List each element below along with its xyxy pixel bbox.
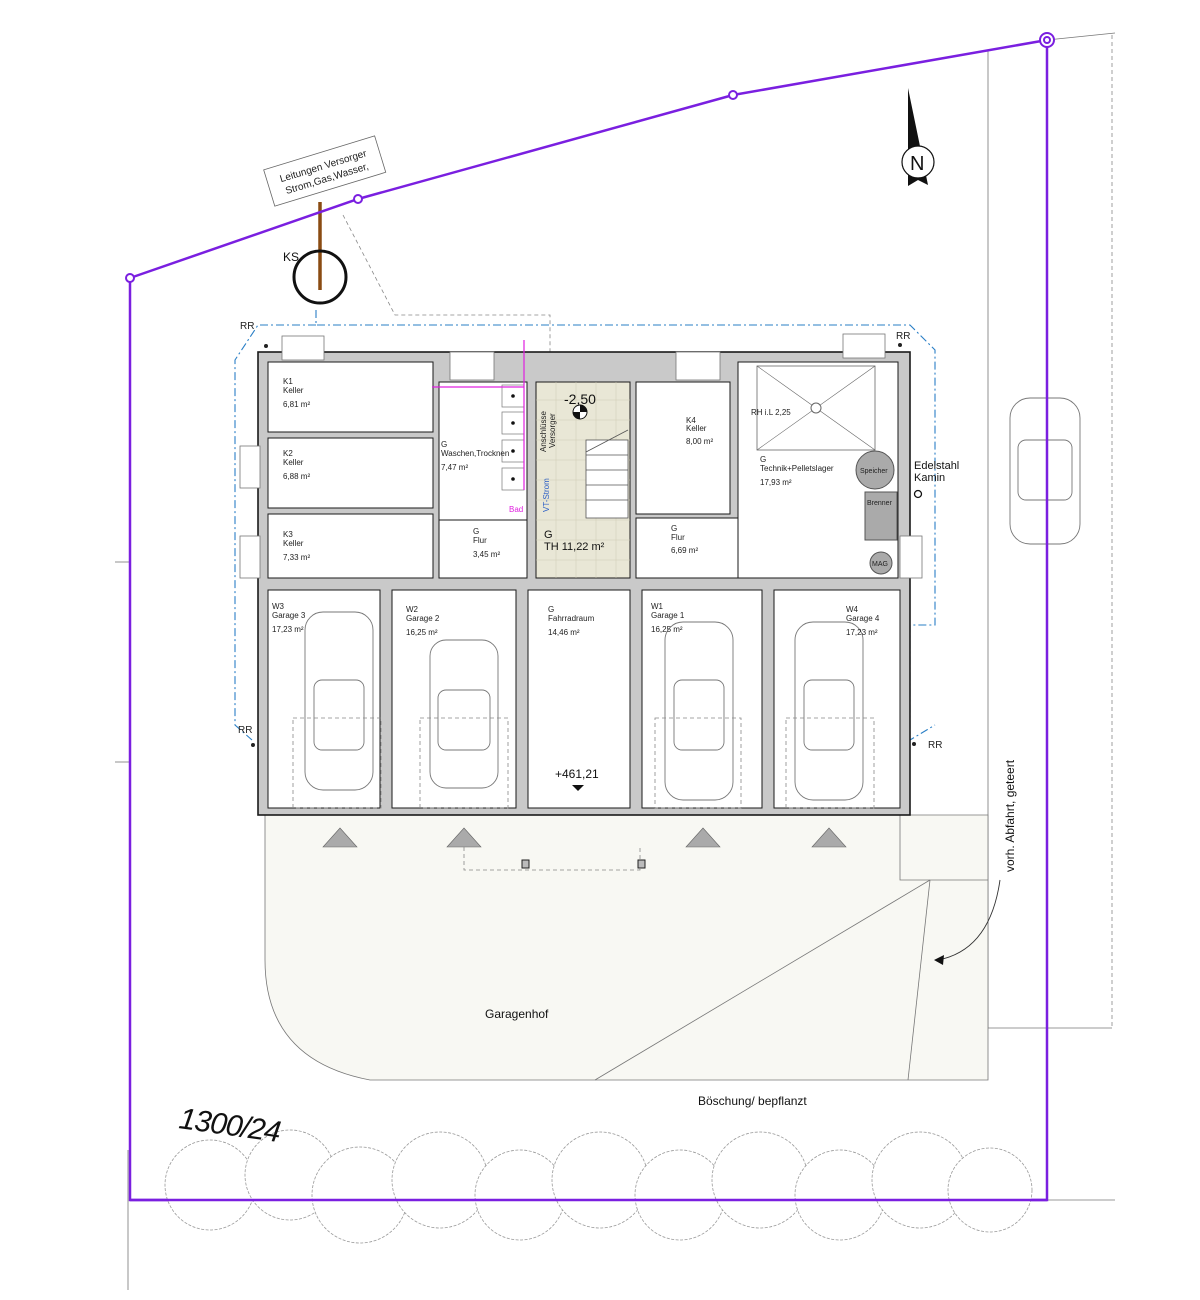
svg-text:Keller: Keller [686, 424, 707, 433]
svg-text:14,46 m²: 14,46 m² [548, 628, 580, 637]
svg-text:Technik+Pelletslager: Technik+Pelletslager [760, 464, 834, 473]
svg-text:17,23 m²: 17,23 m² [846, 628, 878, 637]
svg-text:17,23 m²: 17,23 m² [272, 625, 304, 634]
svg-text:G: G [544, 529, 553, 541]
north-arrow-icon: N [901, 88, 935, 186]
windows [239, 333, 923, 579]
svg-text:Versorger: Versorger [548, 413, 557, 448]
speicher-tank [855, 450, 895, 490]
svg-text:Anschlüsse: Anschlüsse [539, 411, 548, 452]
ks-label: KS [283, 250, 299, 264]
slope-label: Böschung/ bepflanzt [698, 1094, 807, 1108]
svg-text:G: G [548, 605, 554, 614]
svg-text:G: G [671, 524, 677, 533]
svg-text:RR: RR [240, 321, 254, 332]
garagenhof-area [264, 814, 989, 1081]
svg-text:RR: RR [238, 725, 252, 736]
entry-markers [322, 827, 847, 848]
svg-text:MAG: MAG [872, 561, 888, 568]
svg-text:Brenner: Brenner [867, 500, 893, 507]
driveway-label: vorh. Abfahrt, geteert [1003, 759, 1017, 872]
parcel-number: 1300/24 [177, 1102, 282, 1149]
svg-text:VT-Strom: VT-Strom [542, 478, 551, 512]
trees [164, 1129, 1033, 1244]
svg-text:16,25 m²: 16,25 m² [406, 628, 438, 637]
svg-text:7,47 m²: 7,47 m² [441, 463, 468, 472]
cars [304, 397, 1081, 801]
svg-text:W1: W1 [651, 602, 664, 611]
ks-shaft [292, 249, 348, 305]
svg-text:RR: RR [896, 331, 910, 342]
courtyard-label: Garagenhof [485, 1007, 549, 1021]
svg-text:W3: W3 [272, 602, 285, 611]
svg-text:Garage 2: Garage 2 [406, 614, 440, 623]
level-basement: -2,50 [564, 391, 596, 407]
rr-labels: RR RR RR RR [238, 321, 942, 751]
svg-text:K4: K4 [686, 416, 696, 425]
stairs [585, 429, 629, 519]
svg-text:Garage 1: Garage 1 [651, 611, 685, 620]
svg-text:Garage 3: Garage 3 [272, 611, 306, 620]
svg-text:Waschen,Trocknen: Waschen,Trocknen [441, 449, 509, 458]
svg-text:Flur: Flur [473, 536, 487, 545]
svg-text:Keller: Keller [283, 539, 304, 548]
mag-vessel [869, 551, 893, 575]
svg-text:G: G [760, 455, 766, 464]
svg-text:RH i.L 2,25: RH i.L 2,25 [751, 408, 791, 417]
svg-text:Garage 4: Garage 4 [846, 614, 880, 623]
driveway-arrow [937, 879, 1001, 961]
svg-text:Edelstahl: Edelstahl [914, 460, 959, 472]
svg-text:Speicher: Speicher [860, 468, 888, 475]
svg-text:TH 11,22 m²: TH 11,22 m² [544, 541, 605, 553]
svg-text:N: N [910, 153, 924, 175]
utilities-callout: Leitungen Versorger Strom,Gas,Wasser, [263, 135, 387, 207]
svg-text:3,45 m²: 3,45 m² [473, 550, 500, 559]
svg-text:Flur: Flur [671, 533, 685, 542]
svg-text:6,69 m²: 6,69 m² [671, 546, 698, 555]
svg-text:K1: K1 [283, 377, 293, 386]
svg-text:Keller: Keller [283, 386, 304, 395]
svg-text:6,88 m²: 6,88 m² [283, 472, 310, 481]
svg-text:Bad: Bad [509, 505, 523, 514]
svg-text:Fahrradraum: Fahrradraum [548, 614, 595, 623]
svg-text:6,81 m²: 6,81 m² [283, 400, 310, 409]
svg-text:W2: W2 [406, 605, 419, 614]
svg-text:G: G [441, 440, 447, 449]
brenner-unit [864, 491, 898, 541]
svg-text:Kamin: Kamin [914, 472, 945, 484]
svg-text:K3: K3 [283, 530, 293, 539]
svg-text:RR: RR [928, 740, 942, 751]
svg-text:Keller: Keller [283, 458, 304, 467]
svg-text:W4: W4 [846, 605, 859, 614]
parking-dashes [292, 717, 875, 809]
svg-text:7,33 m²: 7,33 m² [283, 553, 310, 562]
svg-text:17,93 m²: 17,93 m² [760, 478, 792, 487]
level-entry: +461,21 [555, 767, 599, 781]
svg-text:8,00 m²: 8,00 m² [686, 437, 713, 446]
equipment-labels: Anschlüsse Versorger VT-Strom Bad RH i.L… [509, 408, 959, 568]
svg-text:16,25 m²: 16,25 m² [651, 625, 683, 634]
svg-text:K2: K2 [283, 449, 293, 458]
svg-text:G: G [473, 527, 479, 536]
